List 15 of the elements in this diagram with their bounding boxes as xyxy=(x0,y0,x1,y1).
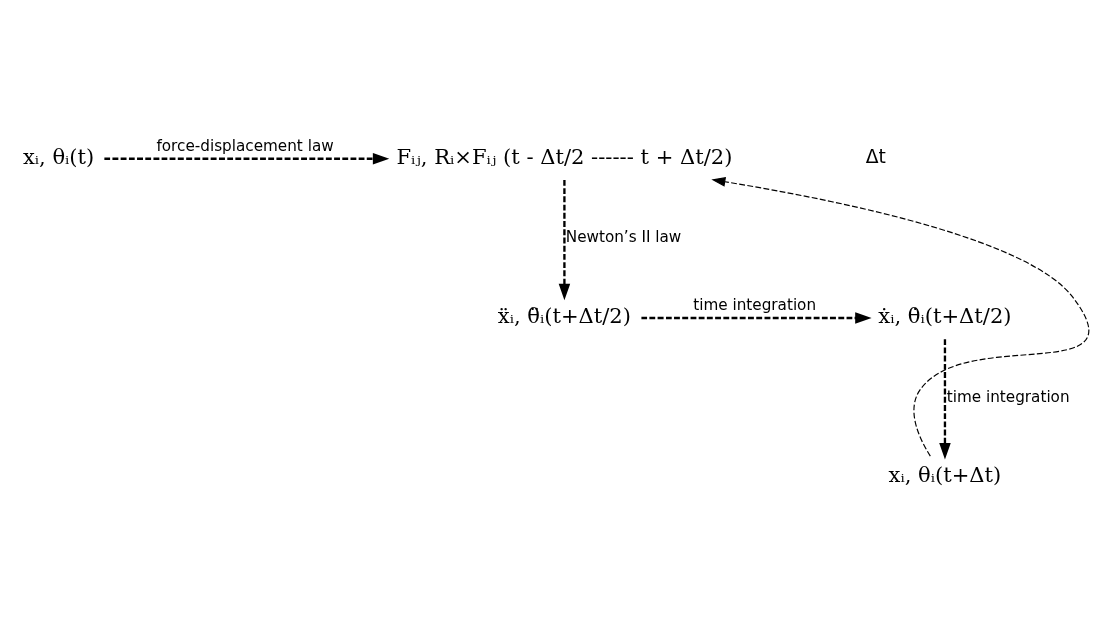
edge-label: time integration xyxy=(946,387,1070,406)
label: Δt xyxy=(865,145,886,167)
arrow xyxy=(558,179,571,300)
node-text: ẍᵢ, θ̈ᵢ(t+Δt/2) xyxy=(497,302,631,328)
arrow xyxy=(104,152,390,164)
node-text: Fᵢⱼ, Rᵢ×Fᵢⱼ (t - Δt/2 ------ t + Δt/2) xyxy=(396,143,733,169)
arrow xyxy=(939,338,951,459)
edge-label: time integration xyxy=(693,295,817,314)
arrow xyxy=(711,176,1090,457)
arrow xyxy=(641,311,872,324)
node-text: xᵢ, θᵢ(t+Δt) xyxy=(888,461,1002,487)
edge-label: Newton’s II law xyxy=(565,227,682,246)
node-text: ẋᵢ, θ̇ᵢ(t+Δt/2) xyxy=(878,302,1012,328)
edge-label: force-displacement law xyxy=(156,136,334,155)
node-text: xᵢ, θᵢ(t) xyxy=(22,143,95,169)
